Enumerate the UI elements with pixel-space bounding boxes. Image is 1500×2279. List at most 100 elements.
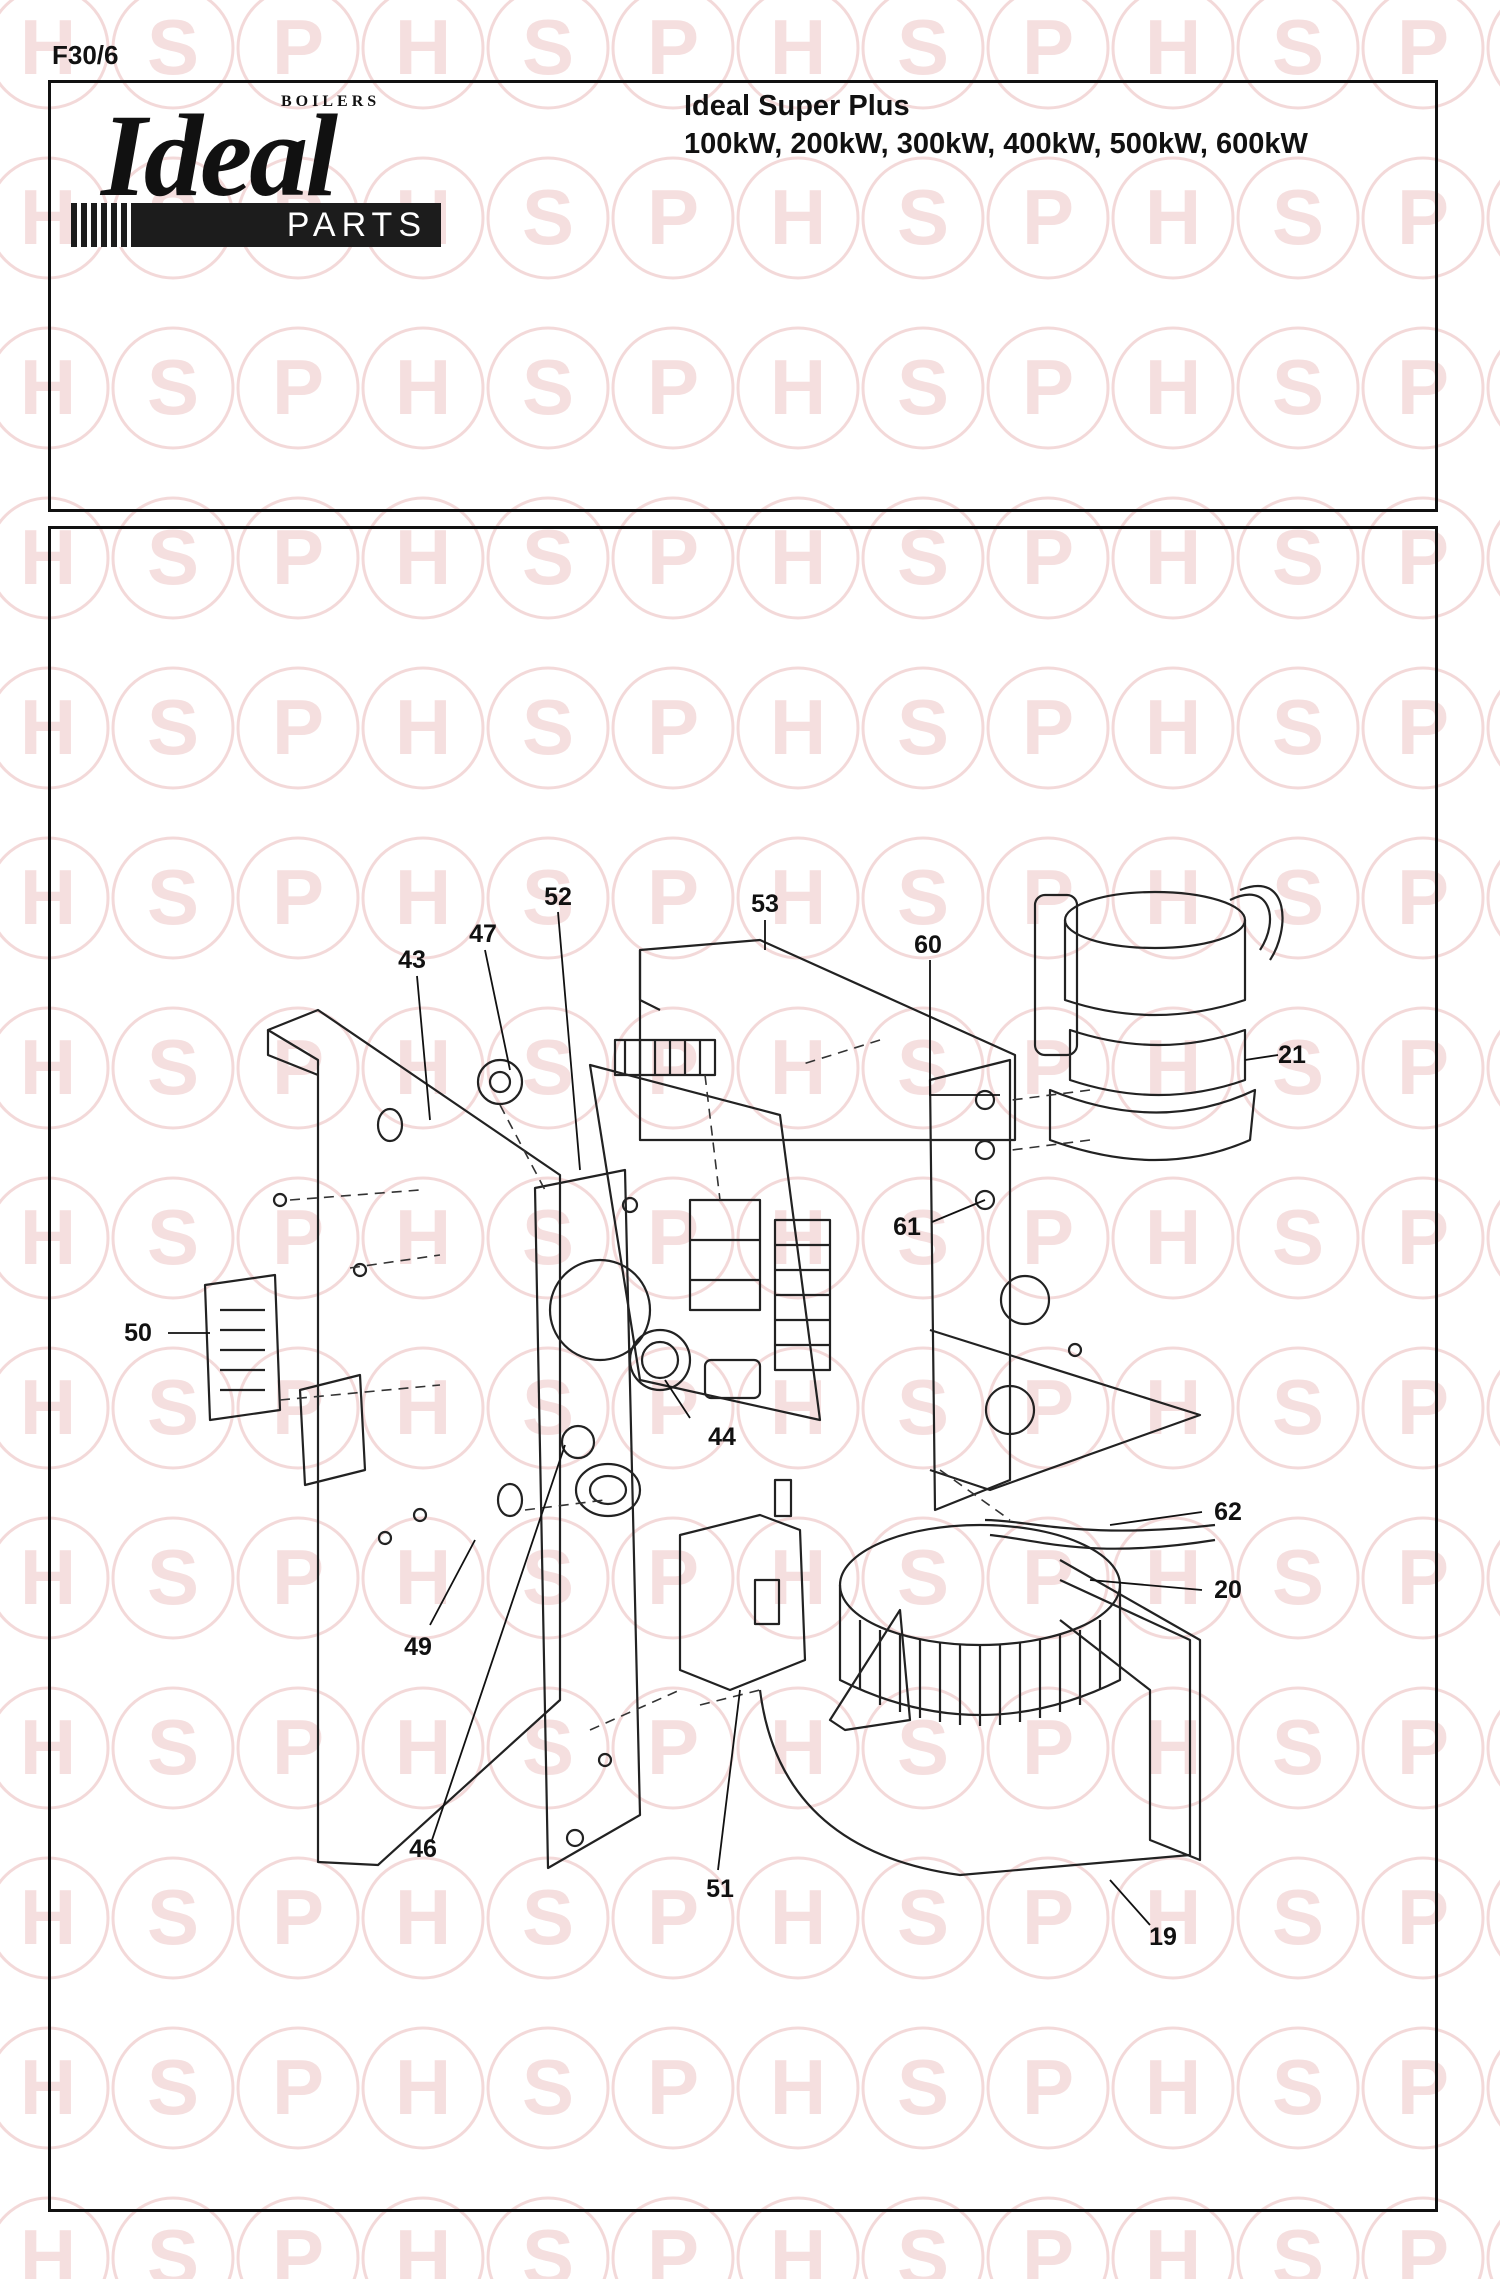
watermark-mark: S xyxy=(111,326,235,450)
fuse-capacitor xyxy=(703,1358,762,1400)
watermark-mark: P xyxy=(1361,1176,1485,1300)
watermark-mark: P xyxy=(986,1516,1110,1640)
watermark-mark: P xyxy=(236,1516,360,1640)
svg-text:S: S xyxy=(522,1703,574,1791)
svg-text:H: H xyxy=(1145,1873,1201,1961)
svg-text:P: P xyxy=(1022,2043,1074,2131)
svg-text:S: S xyxy=(1272,3,1324,91)
watermark-mark: S xyxy=(861,0,985,110)
watermark-mark: P xyxy=(236,1856,360,1980)
fan-outlet xyxy=(1059,1559,1202,1862)
svg-text:S: S xyxy=(147,1703,199,1791)
svg-text:H: H xyxy=(395,1193,451,1281)
watermark-mark: S xyxy=(486,326,610,450)
svg-text:H: H xyxy=(770,2043,826,2131)
watermark-mark: P xyxy=(1361,2026,1485,2150)
watermark-mark: H xyxy=(1486,179,1500,257)
svg-text:H: H xyxy=(1145,1023,1201,1111)
svg-text:S: S xyxy=(522,2043,574,2131)
svg-text:H: H xyxy=(770,1363,826,1451)
svg-text:H: H xyxy=(770,2213,826,2279)
svg-text:H: H xyxy=(770,1703,826,1791)
svg-text:P: P xyxy=(1022,1363,1074,1451)
watermark-mark: S xyxy=(486,836,610,960)
svg-text:S: S xyxy=(522,1873,574,1961)
watermark-mark: S xyxy=(486,156,610,280)
svg-text:P: P xyxy=(1397,853,1449,941)
watermark-mark: H xyxy=(1486,9,1500,87)
svg-text:H: H xyxy=(1145,853,1201,941)
svg-text:H: H xyxy=(20,2213,76,2279)
svg-text:S: S xyxy=(1272,1703,1324,1791)
watermark-mark: S xyxy=(1236,156,1360,280)
bracket-knob-lower xyxy=(984,1384,1036,1436)
watermark-mark: P xyxy=(986,0,1110,110)
svg-text:P: P xyxy=(272,1703,324,1791)
svg-text:S: S xyxy=(897,2213,949,2279)
svg-text:S: S xyxy=(1272,173,1324,261)
svg-text:P: P xyxy=(1022,683,1074,771)
svg-text:H: H xyxy=(395,683,451,771)
watermark-mark: S xyxy=(861,2196,985,2279)
screw xyxy=(621,1196,639,1214)
diagram-panel xyxy=(48,526,1438,2212)
sensor-lead xyxy=(984,1518,1216,1532)
watermark-mark: H xyxy=(0,2196,110,2279)
svg-text:H: H xyxy=(395,1703,451,1791)
watermark-mark: H xyxy=(361,1686,485,1810)
svg-text:S: S xyxy=(147,1533,199,1621)
knob-47 xyxy=(476,1058,524,1106)
watermark-mark: H xyxy=(1486,519,1500,597)
svg-text:H: H xyxy=(1145,173,1201,261)
product-models: 100kW, 200kW, 300kW, 400kW, 500kW, 600kW xyxy=(684,128,1308,160)
callout-20: 20 xyxy=(1214,1576,1242,1604)
svg-text:S: S xyxy=(147,1023,199,1111)
svg-text:S: S xyxy=(897,2043,949,2131)
watermark-mark: H xyxy=(736,836,860,960)
svg-text:P: P xyxy=(272,2213,324,2279)
watermark-mark: P xyxy=(986,1176,1110,1300)
watermark-mark: S xyxy=(861,1856,985,1980)
watermark-mark: H xyxy=(1111,0,1235,110)
motor-body xyxy=(1063,920,1247,1017)
watermark-mark: S xyxy=(111,666,235,790)
thermostat-knob xyxy=(628,1328,692,1392)
callout-61: 61 xyxy=(893,1213,921,1241)
logo-parts-text: PARTS xyxy=(286,206,427,244)
svg-text:P: P xyxy=(1022,1193,1074,1281)
watermark-mark: H xyxy=(1486,1029,1500,1107)
logo-parts-bar: PARTS xyxy=(71,203,441,247)
svg-text:H: H xyxy=(770,683,826,771)
svg-text:S: S xyxy=(522,173,574,261)
relay-block xyxy=(688,1198,762,1312)
svg-text:P: P xyxy=(1397,683,1449,771)
svg-text:S: S xyxy=(522,683,574,771)
svg-text:S: S xyxy=(897,343,949,431)
knob-47-inner xyxy=(488,1070,512,1094)
watermark-mark: P xyxy=(986,1856,1110,1980)
watermark-mark: P xyxy=(611,0,735,110)
svg-text:P: P xyxy=(647,343,699,431)
watermark-mark: S xyxy=(111,0,235,110)
lamp-holder xyxy=(560,1424,596,1460)
screw xyxy=(352,1262,368,1278)
watermark-mark: S xyxy=(111,1516,235,1640)
watermark-mark: P xyxy=(986,666,1110,790)
watermark-mark: S xyxy=(1236,1856,1360,1980)
callout-47: 47 xyxy=(469,920,497,948)
svg-text:P: P xyxy=(272,2043,324,2131)
watermark-mark: P xyxy=(1361,326,1485,450)
svg-text:S: S xyxy=(897,173,949,261)
svg-text:S: S xyxy=(897,1533,949,1621)
svg-text:H: H xyxy=(1145,343,1201,431)
connector-pins xyxy=(220,1308,265,1392)
watermark-mark: P xyxy=(236,0,360,110)
callout-46: 46 xyxy=(409,1835,437,1863)
screw xyxy=(565,1828,585,1848)
watermark-mark: H xyxy=(1486,1879,1500,1957)
watermark-mark: H xyxy=(1486,2049,1500,2127)
watermark-mark: H xyxy=(1111,2196,1235,2279)
watermark-mark: S xyxy=(1236,1346,1360,1470)
lamp-ring-inner xyxy=(588,1474,628,1506)
svg-text:P: P xyxy=(647,683,699,771)
